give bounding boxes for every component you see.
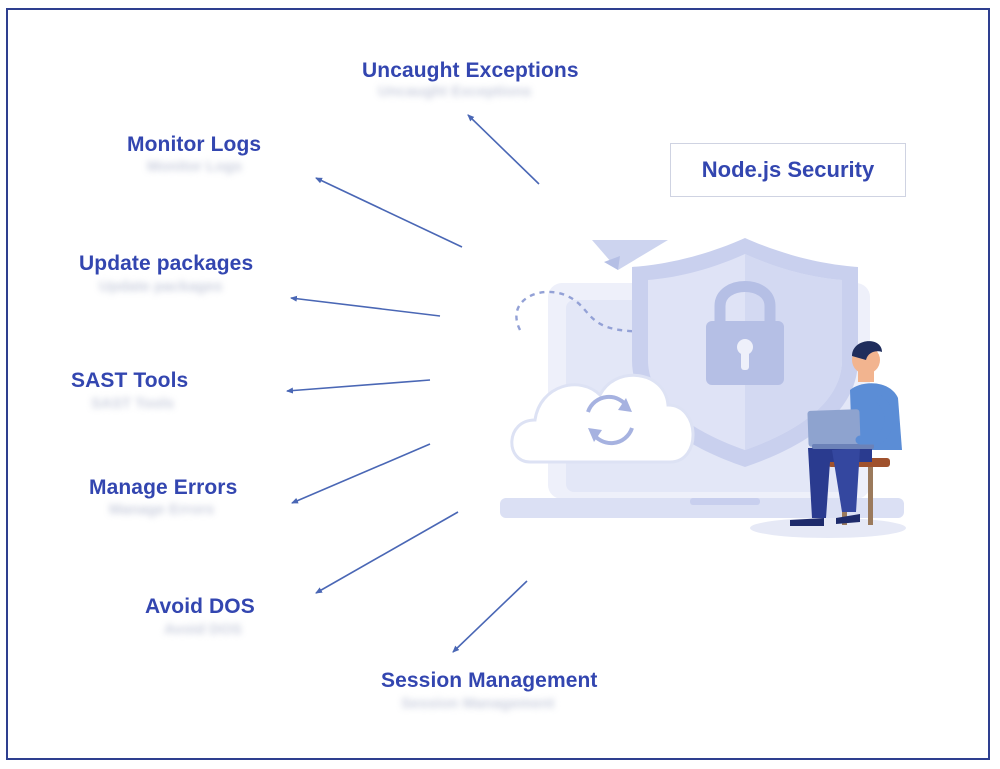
arrow-monitor-logs — [315, 177, 463, 248]
label-shadow: Uncaught Exceptions — [378, 83, 532, 100]
label-shadow: SAST Tools — [91, 395, 175, 412]
person-icon — [750, 341, 906, 538]
label-shadow: Monitor Logs — [147, 158, 242, 175]
label-shadow: Session Management — [401, 695, 555, 712]
label-shadow: Avoid DOS — [164, 621, 242, 638]
cloud-sync-icon — [510, 373, 695, 464]
label-shadow: Update packages — [99, 278, 223, 295]
paper-plane-icon — [592, 240, 668, 270]
label-session-management: Session Management — [381, 669, 598, 692]
label-update-packages: Update packages — [79, 252, 254, 275]
arrow-session-management — [452, 580, 528, 653]
label-manage-errors: Manage Errors — [89, 476, 238, 499]
arrow-avoid-dos — [315, 511, 459, 594]
label-uncaught-exceptions: Uncaught Exceptions — [362, 59, 579, 82]
label-shadow: Manage Errors — [109, 501, 215, 518]
arrow-uncaught-exceptions — [467, 114, 540, 185]
arrow-manage-errors — [291, 443, 431, 504]
arrow-sast-tools — [286, 379, 431, 394]
label-sast-tools: SAST Tools — [71, 369, 189, 392]
label-avoid-dos: Avoid DOS — [145, 595, 255, 618]
arrow-update-packages — [290, 295, 441, 317]
title-box: Node.js Security — [670, 143, 906, 197]
diagram-title: Node.js Security — [701, 157, 875, 182]
label-monitor-logs: Monitor Logs — [127, 133, 262, 156]
padlock-icon — [706, 281, 784, 385]
